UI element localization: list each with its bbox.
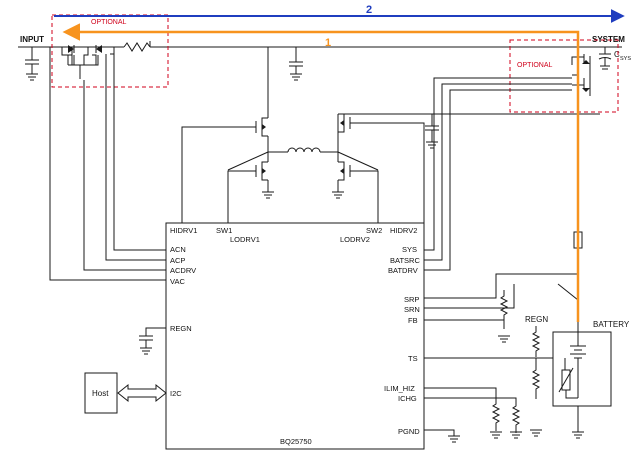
pin-ts: TS xyxy=(408,354,418,363)
sys-batsrc-batdrv-wiring xyxy=(424,77,579,271)
pin-sys: SYS xyxy=(402,245,417,254)
pin-sw1: SW1 xyxy=(216,226,232,235)
pin-batdrv: BATDRV xyxy=(388,266,418,275)
input-capacitor xyxy=(25,47,39,81)
chip-name: BQ25750 xyxy=(280,437,312,446)
host-box xyxy=(84,372,118,414)
pin-lodrv1: LODRV1 xyxy=(230,235,260,244)
optional-box-battery xyxy=(509,39,619,113)
system-capacitor xyxy=(598,47,612,70)
regn-ext-label: REGN xyxy=(525,315,548,324)
low-side-fet-right xyxy=(332,152,379,223)
pin-hidrv1: HIDRV1 xyxy=(170,226,197,235)
pin-batsrc: BATSRC xyxy=(390,256,420,265)
pin-srp: SRP xyxy=(404,295,419,304)
host-label: Host xyxy=(92,389,109,398)
pin-ichg: ICHG xyxy=(398,394,417,403)
ts-network xyxy=(424,326,565,437)
csys-label: C xyxy=(614,50,620,59)
pin-i2c: I2C xyxy=(170,389,182,398)
low-side-fet-left xyxy=(227,152,274,223)
pin-pgnd: PGND xyxy=(398,427,420,436)
pin-regn: REGN xyxy=(170,324,192,333)
high-side-fet-left xyxy=(181,47,269,223)
rail-capacitor xyxy=(289,47,303,81)
pin-srn: SRN xyxy=(404,305,420,314)
power-path-2-label: 2 xyxy=(366,4,372,16)
battery-fet-pair xyxy=(571,47,591,115)
input-rail xyxy=(18,42,622,52)
power-path-1-arrow xyxy=(62,23,580,322)
pin-vac: VAC xyxy=(170,277,185,286)
pin-acdrv: ACDRV xyxy=(170,266,196,275)
pin-fb: FB xyxy=(408,316,418,325)
pin-acn: ACN xyxy=(170,245,186,254)
high-side-fet-right xyxy=(337,113,600,223)
csys-subscript: SYS xyxy=(620,56,631,62)
battery-pack xyxy=(552,331,612,407)
pin-acp: ACP xyxy=(170,256,185,265)
optional-label-input: OPTIONAL xyxy=(91,19,127,26)
power-path-1-label: 1 xyxy=(325,37,331,49)
input-fet-pair xyxy=(61,45,102,79)
pin-sw2: SW2 xyxy=(366,226,382,235)
optional-label-battery: OPTIONAL xyxy=(517,62,553,69)
battery-cell xyxy=(558,300,586,439)
regn-capacitor xyxy=(139,327,166,355)
bq25750-chip xyxy=(165,222,425,450)
pin-ilim-hiz: ILIM_HIZ xyxy=(384,384,415,393)
pin-hidrv2: HIDRV2 xyxy=(390,226,417,235)
output-capacitor xyxy=(425,114,439,149)
fb-divider xyxy=(498,290,510,343)
ilim-ichg-resistors xyxy=(424,387,522,443)
i2c-bus-arrow xyxy=(117,383,167,403)
input-label: INPUT xyxy=(20,35,44,44)
acn-acp-acdrv-vac-wiring xyxy=(49,41,166,281)
battery-label: BATTERY xyxy=(593,320,630,329)
inductor xyxy=(227,147,379,171)
pin-lodrv2: LODRV2 xyxy=(340,235,370,244)
